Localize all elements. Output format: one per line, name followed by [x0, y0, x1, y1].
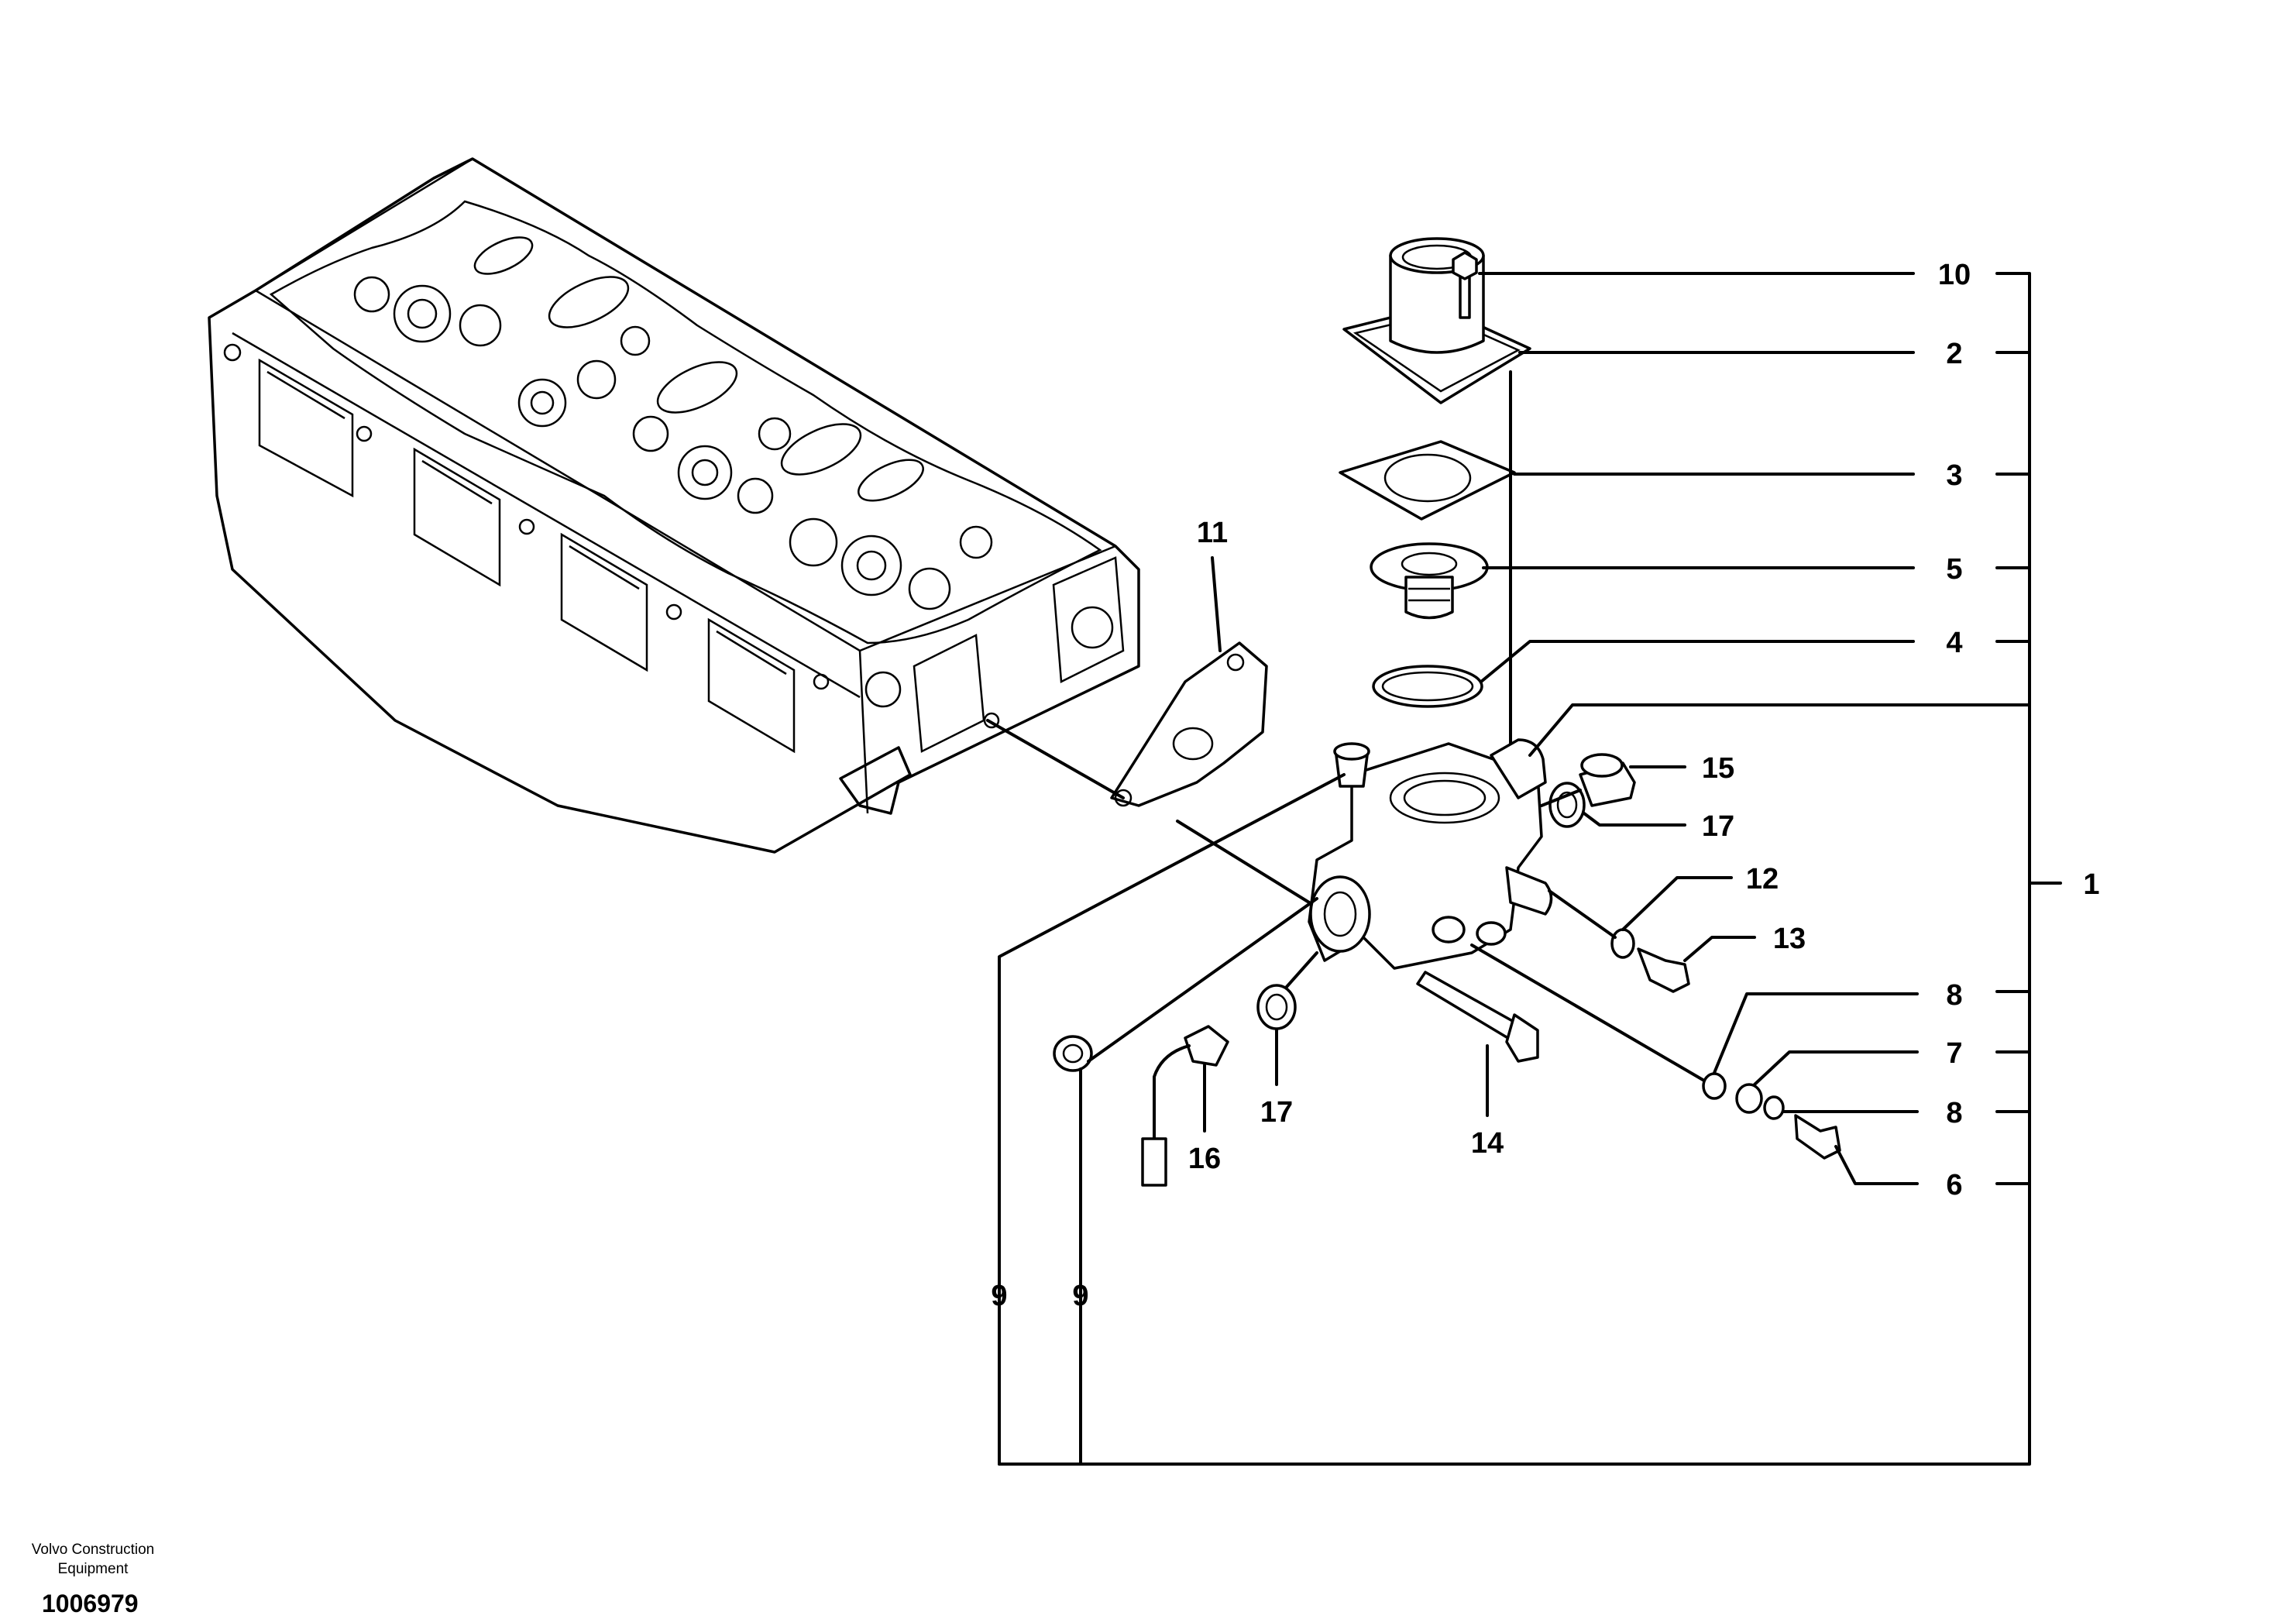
- callout-4: 4: [1946, 627, 1962, 659]
- callout-13: 13: [1773, 923, 1806, 955]
- callout-17-lower: 17: [1260, 1096, 1293, 1129]
- callout-9-left: 9: [991, 1280, 1007, 1312]
- cylinder-head-drawing: [208, 157, 1140, 854]
- callout-5: 5: [1946, 553, 1962, 586]
- thermostat-assembly-drawing: [1053, 237, 1841, 1187]
- callout-labels: 10 2 3 5 4 15 17 12 13 1 8 7 8 6 11 17 1…: [991, 259, 2099, 1312]
- document-number: 1006979: [42, 1590, 139, 1617]
- footer: Volvo Construction Equipment 1006979: [15, 1540, 170, 1618]
- callout-6: 6: [1946, 1169, 1962, 1201]
- callout-8-upper: 8: [1946, 979, 1962, 1012]
- callout-10: 10: [1938, 259, 1971, 291]
- callout-3: 3: [1946, 459, 1962, 492]
- callout-17-upper: 17: [1702, 810, 1734, 843]
- callout-16: 16: [1188, 1143, 1221, 1175]
- brand-line-1: Volvo Construction: [31, 1542, 155, 1558]
- callout-7: 7: [1946, 1037, 1962, 1070]
- gasket-11-drawing: [1110, 641, 1268, 807]
- callout-1: 1: [2083, 868, 2099, 901]
- callout-11: 11: [1197, 517, 1228, 549]
- callout-2: 2: [1946, 338, 1962, 370]
- callout-8-lower: 8: [1946, 1097, 1962, 1129]
- callout-12: 12: [1746, 863, 1779, 895]
- brand-line-2: Equipment: [57, 1561, 129, 1577]
- leader-lines: [986, 272, 2062, 1466]
- callout-15: 15: [1702, 752, 1734, 785]
- callout-14: 14: [1471, 1127, 1504, 1160]
- callout-9-right: 9: [1072, 1280, 1088, 1312]
